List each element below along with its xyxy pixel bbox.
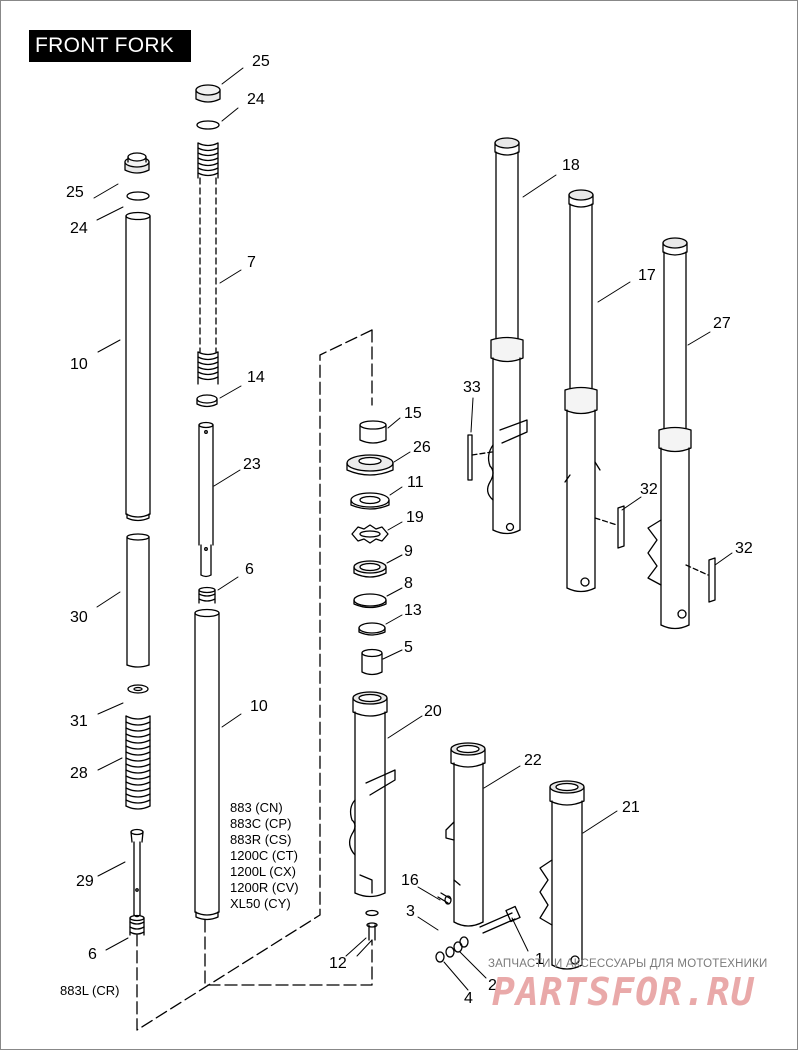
washers-2-3-4 <box>435 936 469 963</box>
reflector-32a <box>617 505 625 549</box>
callout-27: 27 <box>713 315 731 332</box>
ring-8 <box>353 593 387 609</box>
spring-28 <box>125 715 151 810</box>
washer-31 <box>127 684 149 694</box>
callout-22: 22 <box>524 752 542 769</box>
callout-11: 11 <box>407 474 424 491</box>
callout-31: 31 <box>70 713 88 730</box>
callout-14: 14 <box>247 369 265 386</box>
seal-26 <box>346 454 394 476</box>
fork-cap-center <box>195 84 221 103</box>
fork-assembly-18 <box>486 137 528 535</box>
callout-12: 12 <box>329 955 347 972</box>
callout-24: 24 <box>247 91 265 108</box>
fork-spring-7 <box>197 142 219 385</box>
callout-13: 13 <box>404 602 422 619</box>
callout-2: 2 <box>488 977 497 994</box>
bushing-15 <box>359 420 387 444</box>
callout-25: 25 <box>66 184 84 201</box>
callout-25: 25 <box>252 53 270 70</box>
callout-24: 24 <box>70 220 88 237</box>
bushing-5 <box>361 648 383 676</box>
seal-11 <box>350 492 390 510</box>
slider-21 <box>539 780 585 970</box>
fork-assembly-17 <box>564 189 601 593</box>
callout-17: 17 <box>638 267 656 284</box>
model-list: 883 (CN) 883C (CP) 883R (CS) 1200C (CT) … <box>230 800 299 912</box>
ring-13 <box>358 622 386 636</box>
spacer-tube-30 <box>126 533 150 668</box>
damper-rod-29 <box>130 828 144 918</box>
callout-32: 32 <box>735 540 753 557</box>
callout-29: 29 <box>76 873 94 890</box>
callout-30: 30 <box>70 609 88 626</box>
callout-10: 10 <box>70 356 88 373</box>
callout-32: 32 <box>640 481 658 498</box>
diagram-title: FRONT FORK <box>29 30 191 62</box>
model-item: XL50 (CY) <box>230 896 291 911</box>
fork-cap-left <box>124 152 150 174</box>
callout-33: 33 <box>463 379 481 396</box>
watermark-tagline: ЗАПЧАСТИ И АКСЕССУАРЫ ДЛЯ МОТОТЕХНИКИ <box>488 958 768 970</box>
callout-5: 5 <box>404 639 413 656</box>
callout-8: 8 <box>404 575 413 592</box>
callout-21: 21 <box>622 799 640 816</box>
callout-18: 18 <box>562 157 580 174</box>
model-item: 1200R (CV) <box>230 880 299 895</box>
callout-10: 10 <box>250 698 268 715</box>
spring-6-top <box>198 586 216 604</box>
model-left: 883L (CR) <box>60 983 120 998</box>
clip-19 <box>351 524 389 544</box>
screw-16 <box>437 892 452 905</box>
reflector-32b <box>708 557 716 603</box>
reflector-33 <box>467 434 473 481</box>
callout-9: 9 <box>404 543 413 560</box>
callout-7: 7 <box>247 254 256 271</box>
fork-assembly-27 <box>647 237 692 630</box>
callout-20: 20 <box>424 703 442 720</box>
bolt-12 <box>365 909 379 941</box>
assembly-boundary <box>136 329 373 1031</box>
washer-9 <box>353 560 387 578</box>
ring-14 <box>196 394 218 408</box>
callout-23: 23 <box>243 456 261 473</box>
callout-4: 4 <box>464 990 473 1007</box>
fork-tube-center <box>194 608 220 921</box>
model-item: 883 (CN) <box>230 800 283 815</box>
o-ring-left <box>126 191 150 201</box>
model-item: 1200C (CT) <box>230 848 298 863</box>
callout-19: 19 <box>406 509 424 526</box>
callout-15: 15 <box>404 405 422 422</box>
callout-16: 16 <box>401 872 419 889</box>
fork-tube-left <box>125 211 151 522</box>
callout-28: 28 <box>70 765 88 782</box>
model-item: 883R (CS) <box>230 832 292 847</box>
model-item: 1200L (CX) <box>230 864 296 879</box>
callout-3: 3 <box>406 903 415 920</box>
slider-22 <box>445 742 486 927</box>
spring-6-bottom <box>129 914 145 936</box>
callout-6: 6 <box>245 561 254 578</box>
axle-bolt-1 <box>479 905 521 934</box>
callout-6: 6 <box>88 946 97 963</box>
o-ring-center <box>196 120 220 130</box>
watermark-logo: PARTSFOR.RU <box>492 970 755 1014</box>
callout-26: 26 <box>413 439 431 456</box>
model-item: 883C (CP) <box>230 816 292 831</box>
callout-1: 1 <box>535 951 544 968</box>
damper-tube-23 <box>198 421 214 578</box>
slider-20 <box>348 691 396 898</box>
